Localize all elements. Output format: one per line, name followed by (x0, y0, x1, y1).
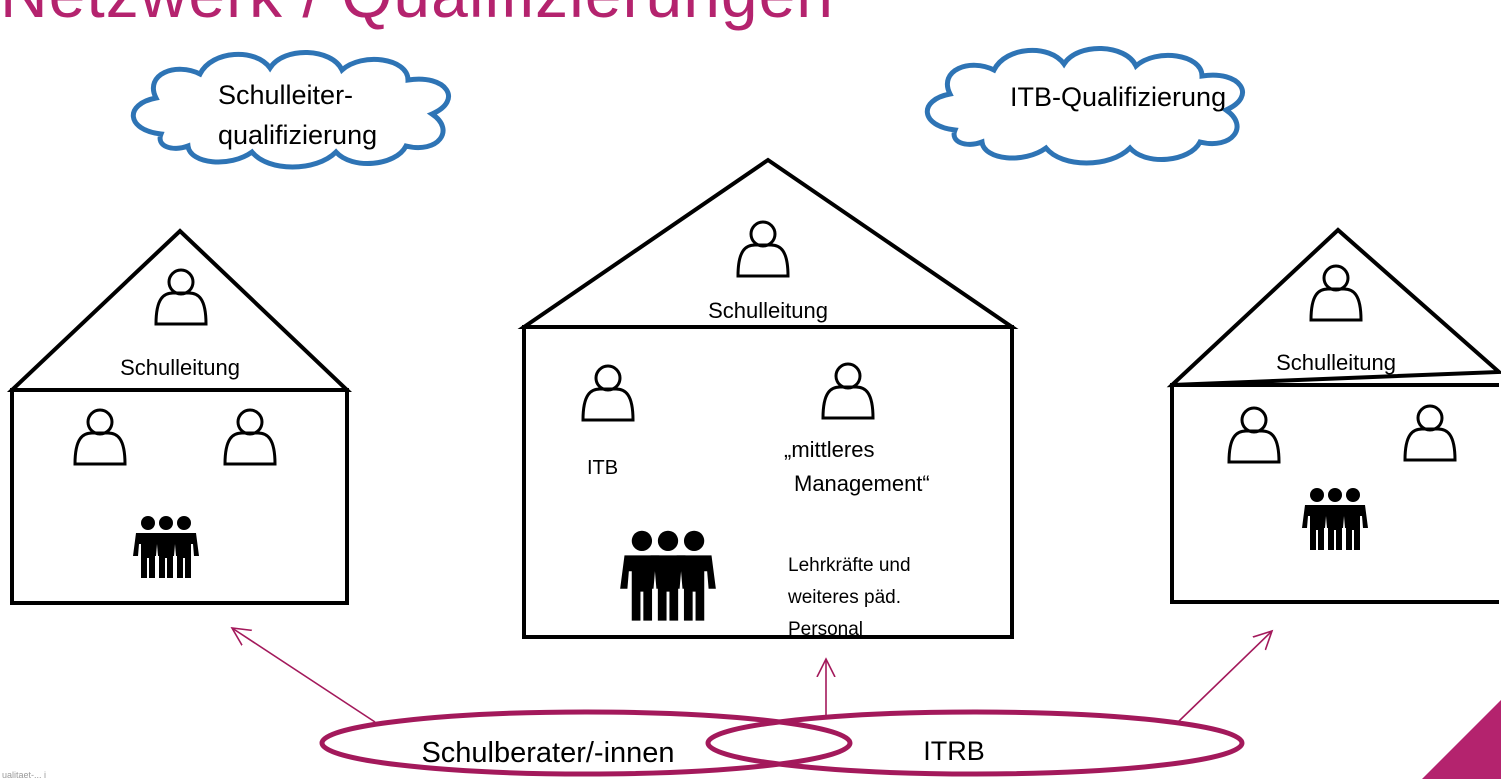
corner-accent-triangle (1422, 700, 1501, 779)
person-outline-icon (821, 362, 875, 420)
school-house-right (1166, 227, 1501, 604)
house-center-mgmt-line2: Management“ (794, 471, 930, 496)
person-outline-icon (581, 364, 635, 422)
arrow-to-right-house (1177, 631, 1272, 723)
advisor-label-schulberater: Schulberater/-innen (421, 737, 674, 769)
person-outline-icon (154, 268, 208, 326)
person-outline-icon (223, 408, 277, 466)
house-left-roof-label: Schulleitung (120, 355, 240, 380)
house-right-roof-label: Schulleitung (1276, 350, 1396, 375)
school-house-left (6, 228, 353, 605)
advisor-ellipse-schulberater (319, 709, 853, 777)
cloud-right-label: ITB-Qualifizierung (1010, 82, 1226, 112)
person-outline-icon (736, 220, 790, 278)
house-center-itb-label: ITB (587, 457, 618, 479)
person-outline-icon (73, 408, 127, 466)
arrow-to-left-house (232, 628, 376, 723)
advisor-ellipse-itrb (705, 709, 1245, 777)
house-center-staff-line2: weiteres päd. (787, 587, 901, 608)
person-outline-icon (1227, 406, 1281, 464)
advisor-label-itrb: ITRB (923, 736, 985, 766)
house-center-staff-line1: Lehrkräfte und (788, 555, 911, 576)
people-group-icon (1302, 488, 1368, 550)
footer-text: ualitaet-... i (2, 770, 47, 780)
people-group-icon (620, 531, 716, 621)
page-title: Netzwerk / Qualifizierungen (0, 0, 834, 32)
person-outline-icon (1309, 264, 1363, 322)
people-group-icon (133, 516, 199, 578)
house-center-roof-label: Schulleitung (708, 298, 828, 323)
cloud-left-label-line2: qualifizierung (218, 120, 377, 150)
cloud-left-label-line1: Schulleiter- (218, 80, 353, 110)
house-center-mgmt-line1: „mittleres (784, 437, 874, 462)
person-outline-icon (1403, 404, 1457, 462)
school-house-center (517, 157, 1019, 639)
house-center-staff-line3: Personal (788, 619, 863, 640)
